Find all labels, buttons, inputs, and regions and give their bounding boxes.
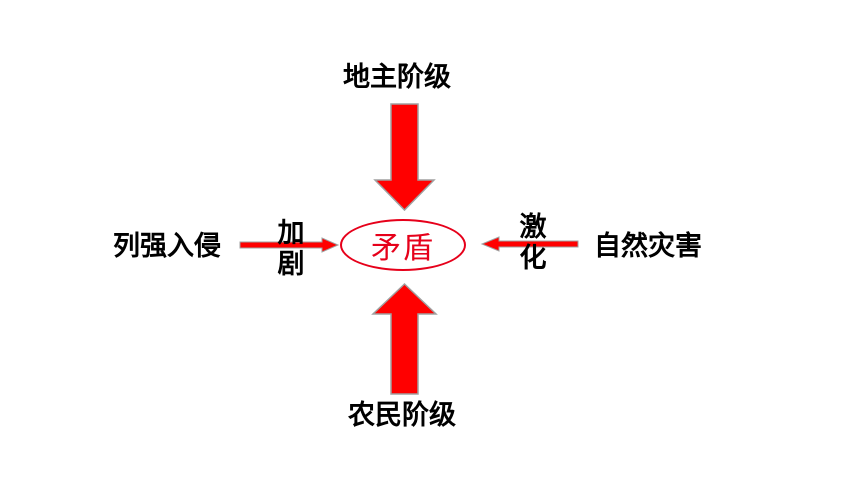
left-verb-char-1: 加 <box>277 218 305 249</box>
left-verb-char-2: 剧 <box>277 249 305 280</box>
arrow-down-from-top <box>373 103 436 212</box>
right-verb-char-2: 化 <box>519 243 547 274</box>
right-label-natural-disasters: 自然灾害 <box>594 231 702 262</box>
arrow-left-from-right <box>480 236 579 252</box>
right-verb-char-1: 激 <box>519 212 547 243</box>
arrow-right-from-left <box>239 237 340 253</box>
bottom-label-peasant-class: 农民阶级 <box>348 400 456 431</box>
top-label-landlord-class: 地主阶级 <box>343 62 451 93</box>
left-label-foreign-invasion: 列强入侵 <box>113 231 221 262</box>
left-verb-intensify: 加 剧 <box>276 218 306 280</box>
arrow-up-from-bottom <box>371 282 438 395</box>
center-contradiction-oval: 矛盾 <box>340 219 466 271</box>
center-contradiction-text: 矛盾 <box>371 231 435 266</box>
right-verb-sharpen: 激 化 <box>518 212 548 274</box>
